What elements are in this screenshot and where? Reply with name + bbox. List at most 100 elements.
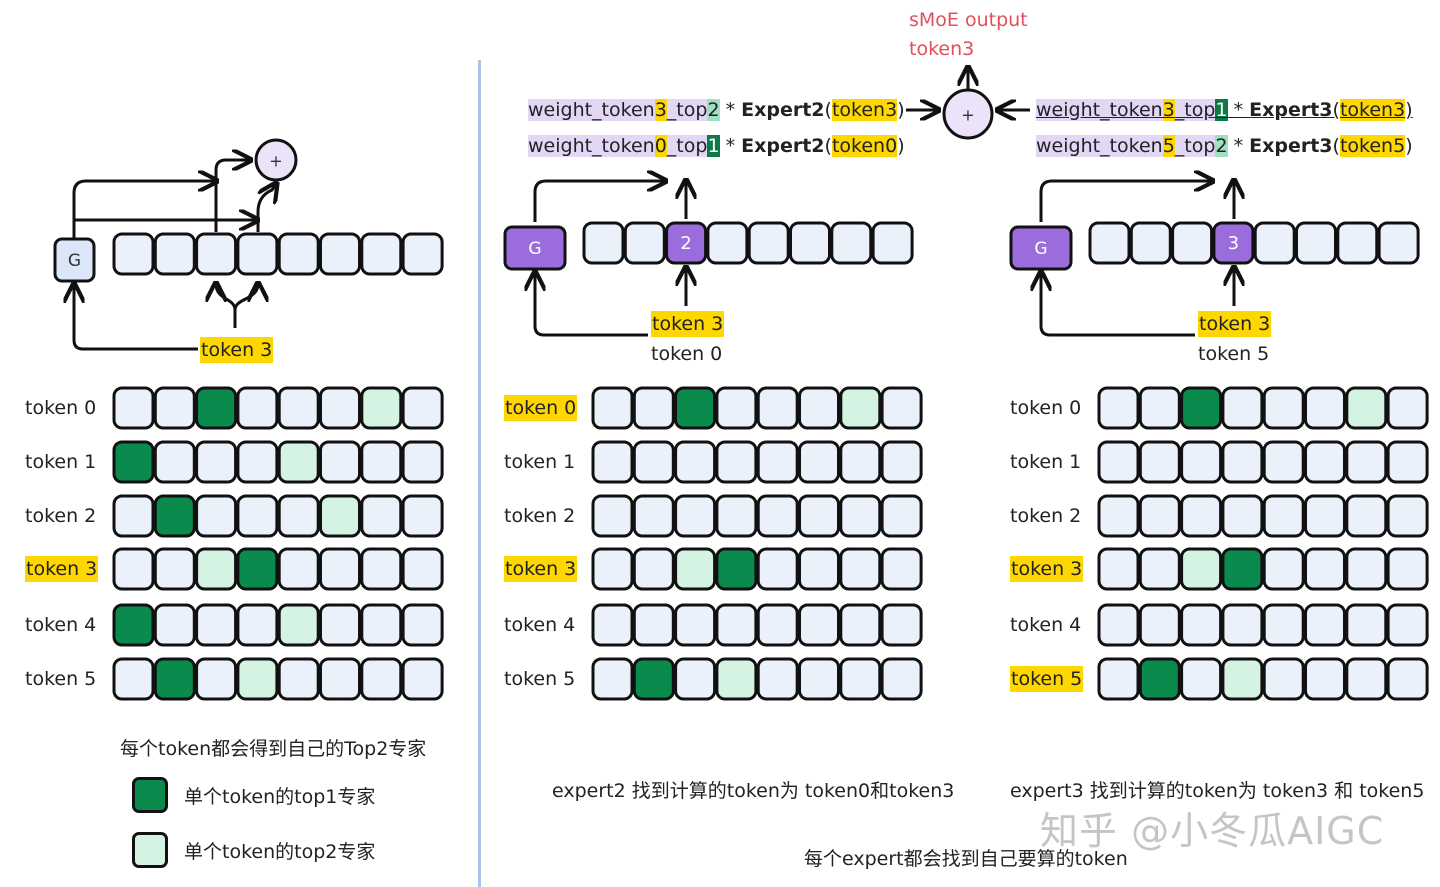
expert-cell	[1180, 657, 1223, 701]
expert-cell	[798, 494, 840, 538]
expert-slot	[1129, 221, 1172, 265]
expert-cell	[674, 494, 717, 538]
expert-cell	[1138, 440, 1181, 484]
expert-cell	[715, 386, 758, 430]
formula-top-prefix: _top	[1174, 135, 1216, 157]
formula-expert2-token3: weight_token3_top2 * Expert2(token3)	[528, 99, 905, 121]
smoe-output-title: sMoE output token3	[909, 6, 1028, 64]
expert-slot	[1336, 221, 1379, 265]
expert-cell	[591, 440, 634, 484]
expert-cell	[319, 657, 361, 701]
expert-id-label: 3	[1228, 233, 1239, 254]
token-row-label: token 1	[504, 451, 576, 473]
expert-cell	[798, 657, 840, 701]
expert-cell	[756, 547, 799, 591]
expert-cell	[1345, 547, 1388, 591]
expert-slot	[582, 221, 625, 265]
expert-cell	[1262, 386, 1305, 430]
expert-cell	[236, 386, 279, 430]
expert-cell	[1262, 603, 1305, 647]
expert-cell	[153, 603, 196, 647]
panel-divider	[478, 60, 481, 887]
gate-input-arrow	[535, 273, 648, 337]
expert-cell	[112, 440, 155, 484]
expert-slot	[319, 232, 361, 276]
expert-cell	[798, 603, 840, 647]
expert-cell	[880, 494, 923, 538]
expert-cell	[1221, 386, 1264, 430]
gate-weight-arrow	[72, 181, 216, 238]
formula-expert: Expert3	[1249, 135, 1333, 157]
expert-cell	[153, 547, 196, 591]
formula-token-index: 3	[1162, 99, 1175, 121]
expert-cell	[401, 494, 444, 538]
gate-box	[1009, 225, 1073, 271]
gate-label: G	[1034, 239, 1047, 259]
expert-cell	[674, 657, 717, 701]
expert-cell	[112, 547, 155, 591]
expert-cell	[715, 494, 758, 538]
token-row-label: token 2	[25, 505, 97, 527]
right-caption: expert3 找到计算的token为 token3 和 token5	[1010, 780, 1425, 802]
expert-slot	[236, 232, 279, 276]
expert-cell	[1262, 547, 1305, 591]
token-row-label: token 1	[25, 451, 97, 473]
formula-rank: 1	[707, 135, 720, 157]
expert-cell	[401, 547, 444, 591]
formula-multiply: *	[1227, 135, 1250, 157]
expert-cell	[195, 494, 238, 538]
expert-cell	[1262, 440, 1305, 484]
output-sum-node	[942, 88, 994, 140]
expert-slot	[623, 221, 666, 265]
expert-cell	[1304, 603, 1346, 647]
formula-expert: Expert3	[1249, 99, 1333, 121]
expert-slot	[706, 221, 749, 265]
formula-expert: Expert2	[741, 99, 825, 121]
formula-token-index: 3	[654, 99, 667, 121]
expert-cell	[1180, 440, 1223, 484]
expert-slot	[277, 232, 320, 276]
legend-top1-label: 单个token的top1专家	[184, 786, 376, 808]
expert-cell	[1386, 603, 1429, 647]
expert-slot	[747, 221, 790, 265]
expert-cell	[236, 547, 279, 591]
expert-slot	[195, 232, 238, 276]
expert-cell	[880, 657, 923, 701]
expert-cell	[715, 547, 758, 591]
formula-weight-prefix: weight_token	[528, 99, 655, 121]
formula-arg: token3	[831, 99, 898, 121]
token-row-label: token 5	[504, 668, 576, 690]
expert-slot	[871, 221, 914, 265]
gate-label: G	[68, 251, 81, 271]
expert-cell	[798, 386, 840, 430]
expert-cell	[360, 547, 403, 591]
expert-cell	[401, 386, 444, 430]
token-row-label: token 3	[504, 556, 578, 582]
formula-expert3-token3: weight_token3_top1 * Expert3(token3)	[1036, 99, 1413, 121]
formula-top-prefix: _top	[666, 135, 708, 157]
expert-cell	[1180, 547, 1223, 591]
expert-cell	[1097, 386, 1140, 430]
formula-expert2-token0: weight_token0_top1 * Expert2(token0)	[528, 135, 905, 157]
token-row-label: token 0	[1010, 397, 1082, 419]
formula-weight-prefix: weight_token	[1036, 135, 1163, 157]
formula-top-prefix: _top	[1174, 99, 1216, 121]
legend-top2-swatch	[132, 832, 168, 868]
formula-expert3-token5: weight_token5_top2 * Expert3(token5)	[1036, 135, 1413, 157]
expert-cell	[715, 657, 758, 701]
expert-cell	[632, 603, 675, 647]
expert-cell	[1386, 386, 1429, 430]
expert-cell	[277, 657, 320, 701]
expert-cell	[195, 440, 238, 484]
expert-cell	[715, 603, 758, 647]
expert-cell	[674, 547, 717, 591]
expert-cell	[319, 386, 361, 430]
sum-node-label: +	[269, 152, 282, 171]
expert-cell	[360, 603, 403, 647]
expert-cell	[591, 386, 634, 430]
expert-cell	[236, 603, 279, 647]
expert-cell	[153, 494, 196, 538]
expert-cell	[674, 603, 717, 647]
expert-slot	[360, 232, 403, 276]
expert-cell	[839, 603, 882, 647]
